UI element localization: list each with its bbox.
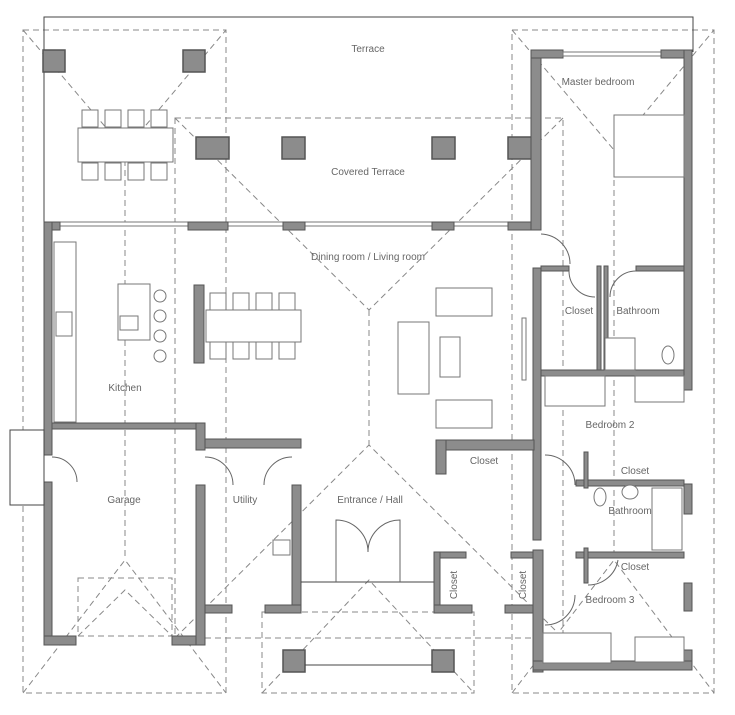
desk-2 xyxy=(634,375,685,403)
label-garage: Garage xyxy=(107,495,141,506)
label-dining-living: Dining room / Living room xyxy=(311,252,425,263)
room-labels: Terrace Master bedroom Covered Terrace D… xyxy=(107,44,659,606)
terrace-table xyxy=(77,127,174,163)
label-utility: Utility xyxy=(233,495,257,506)
terrace-outline xyxy=(43,16,694,225)
label-covered-terrace: Covered Terrace xyxy=(331,167,405,178)
doors xyxy=(51,233,637,626)
tv xyxy=(521,317,527,381)
label-kitchen: Kitchen xyxy=(108,383,141,394)
label-master-bedroom: Master bedroom xyxy=(562,77,635,88)
label-hall-closet: Closet xyxy=(470,456,499,467)
bed-2 xyxy=(544,375,606,407)
label-bedroom3-closet: Closet xyxy=(621,562,650,573)
label-bedroom-3: Bedroom 3 xyxy=(586,595,635,606)
coffee-table xyxy=(439,336,461,378)
kitchen-island xyxy=(117,283,151,341)
sofa xyxy=(435,399,493,429)
label-entry-closet-left: Closet xyxy=(449,571,460,600)
label-entrance-hall: Entrance / Hall xyxy=(337,495,403,506)
shower xyxy=(604,337,636,371)
label-shared-bathroom: Bathroom xyxy=(608,506,651,517)
label-master-closet: Closet xyxy=(565,306,594,317)
label-bedroom2-closet: Closet xyxy=(621,466,650,477)
sofa xyxy=(435,287,493,317)
utility-sink xyxy=(272,539,291,556)
label-master-bathroom: Bathroom xyxy=(616,306,659,317)
kitchen-sink xyxy=(55,311,73,337)
walls xyxy=(9,49,693,673)
label-terrace: Terrace xyxy=(351,44,385,55)
cooktop xyxy=(119,315,139,331)
washbasin xyxy=(621,484,639,500)
dining-table xyxy=(205,309,302,343)
toilet xyxy=(661,345,675,365)
bed-3 xyxy=(542,632,612,664)
columns xyxy=(42,49,534,673)
furniture xyxy=(53,109,685,664)
desk-3 xyxy=(634,636,685,663)
sofa xyxy=(397,321,430,395)
toilet xyxy=(593,487,607,507)
master-bed xyxy=(613,114,685,178)
bathtub xyxy=(651,487,683,551)
label-bedroom-2: Bedroom 2 xyxy=(586,420,635,431)
label-entry-closet-right: Closet xyxy=(518,571,529,600)
